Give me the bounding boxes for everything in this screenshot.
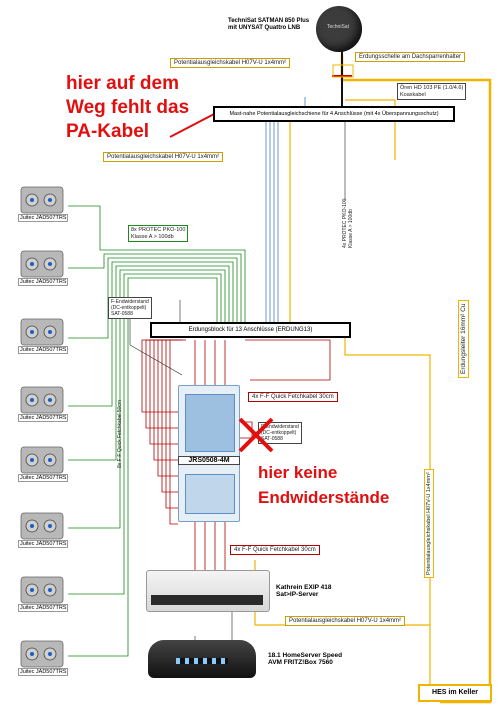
outlet-item: Juitec JAD507TRS [18,576,69,614]
outlet-item: Juitec JAD507TRS [18,250,69,288]
dish-brand: TechniSat [327,24,349,30]
cross-icon [238,417,274,453]
outlet-item: Juitec JAD507TRS [18,446,69,484]
outlet-icon [20,640,64,668]
koax-label-line2: Koaxkabel [400,91,426,98]
outlet-label: Juitec JAD507TRS [18,668,69,676]
erdungsschelle-box [332,64,354,78]
outlet-label: Juitec JAD507TRS [18,346,69,354]
multiswitch: JRS0508-4M [178,385,240,522]
outlet-item: Juitec JAD507TRS [18,640,69,678]
outlet-icon [20,386,64,414]
endwiderstand-right-line1: F-Endwiderstand [261,424,299,430]
annotation-missing-pa: hier auf dem Weg fehlt das PA-Kabel [66,72,189,144]
multiswitch-panel-lower [185,474,235,514]
black-connector-lines [129,120,346,640]
outlet-icon [20,446,64,474]
mast-potential-rail: Mast-nahe Potentialausgleichschiene für … [213,106,455,122]
fritzbox-device [148,640,256,678]
outlet-item: Juitec JAD507TRS [18,318,69,356]
multiswitch-panel [185,394,235,452]
fetch-left-label: 8x F-F Quick Fetchkabel 50cm [117,399,123,468]
erdungsleiter-label: Erdungsleiter 16mm² Cu [458,299,469,378]
kathrein-label-line2: Sat>IP-Server [276,591,319,599]
endwiderstand-left-label: F-Endwiderstand (DC-entkoppelt) SAT-0588 [108,297,152,319]
outlet-icon [20,250,64,278]
outlet-icon [20,318,64,346]
koax-label-line1: Ören HD 103 PE (1.0/4.6) [400,85,464,91]
homeserver-label-line1: 18.1 HomeServer Speed [268,652,343,659]
annotation-no-termination-line1: hier keine [258,463,338,482]
endwiderstand-left-line2: (DC-entkoppelt) [111,305,147,311]
pa-kabel-top-label: Potentialausgleichskabel H07V-U 1x4mm² [170,58,291,68]
outlet-label: Juitec JAD507TRS [18,214,69,222]
annotation-missing-pa-line2: Weg fehlt das [66,97,190,118]
coax-bundle-blue [265,97,306,322]
annotation-missing-pa-line3: PA-Kabel [66,121,150,142]
protec-left-label: 8x PROTEC PKO-100 Klasse A > 100db [128,225,189,243]
kathrein-front-panel [151,595,263,605]
erdungsschelle-label: Erdungsschelle am Dachsparrenhalter [355,52,466,62]
kathrein-device [146,570,270,612]
outlet-label: Juitec JAD507TRS [18,414,69,422]
outlet-icon [20,186,64,214]
dish-label: TechniSat SATMAN 850 Plus mit UNYSAT Qua… [228,18,309,32]
outlet-icon [20,576,64,604]
fritzbox-leds [176,658,228,664]
endwiderstand-right-label: F-Endwiderstand (DC-entkoppelt) SAT-0588 [258,422,302,444]
protec-right-label: 4x PROTEC PKO-100 Klasse A > 100db [342,199,354,248]
homeserver-label: 18.1 HomeServer Speed AVM FRITZ!Box 7560 [268,652,342,667]
dish-label-line2: mit UNYSAT Quattro LNB [228,24,301,31]
coax-lines-red [141,339,331,570]
outlet-item: Juitec JAD507TRS [18,186,69,224]
endwiderstand-left-line1: F-Endwiderstand [111,299,149,305]
fetch-top-label: 4x F-F Quick Fetchkabel 30cm [248,392,338,402]
kathrein-label-line1: Kathrein EXIP 418 [276,584,332,591]
pa-kabel-2-label: Potentialausgleichskabel H07V-U 1x4mm² [103,152,224,162]
dish-label-line1: TechniSat SATMAN 850 Plus [228,18,310,24]
homeserver-label-line2: AVM FRITZ!Box 7560 [268,659,333,667]
protec-left-line1: 8x PROTEC PKO-100 [131,227,186,233]
outlet-icon [20,512,64,540]
earth-conductor-lines [340,55,492,704]
outlet-label: Juitec JAD507TRS [18,604,69,612]
endwiderstand-left-line3: SAT-0588 [111,311,133,317]
annotation-missing-pa-line1: hier auf dem [66,73,179,94]
multiswitch-model: JRS0508-4M [178,456,240,465]
endwiderstand-right-line2: (DC-entkoppelt) [261,430,297,436]
outlet-label: Juitec JAD507TRS [18,474,69,482]
protec-left-line2: Klasse A > 100db [131,233,174,240]
endwiderstand-right-line3: SAT-0588 [261,436,283,442]
annotation-no-termination: hier keine Endwiderstände [258,460,389,510]
annotation-no-termination-line2: Endwiderstände [258,488,390,507]
green-cables [68,205,246,657]
pa-kabel-bottom-label: Potentialausgleichskabel H07V-U 1x4mm² [285,616,406,626]
protec-right-line2: Klasse A > 100db [348,209,354,248]
pa-kabel-right-label: Potentialausgleichskabel H07V-U 1x4mm² [424,469,434,578]
outlet-item: Juitec JAD507TRS [18,512,69,550]
satellite-dish-icon: TechniSat [316,6,362,52]
erdungsblock: Erdungsblock für 13 Anschlüsse (ERDUNG13… [150,322,351,338]
outlet-label: Juitec JAD507TRS [18,278,69,286]
kathrein-label: Kathrein EXIP 418 Sat>IP-Server [276,584,332,599]
outlet-item: Juitec JAD507TRS [18,386,69,424]
hes-box: HES im Keller [418,684,492,702]
annotation-pointer [169,111,219,138]
koax-label: Ören HD 103 PE (1.0/4.6) Koaxkabel [397,83,467,101]
outlet-label: Juitec JAD507TRS [18,540,69,548]
fetch-bottom-label: 4x F-F Quick Fetchkabel 30cm [230,545,320,555]
